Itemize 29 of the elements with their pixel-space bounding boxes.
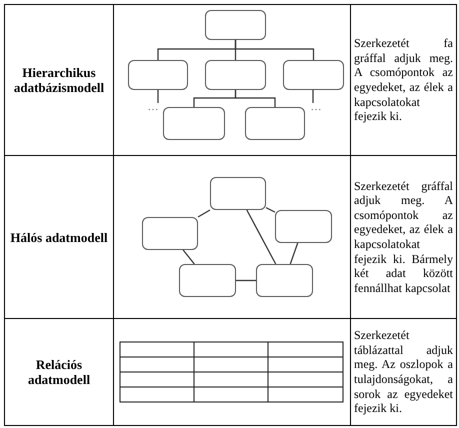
connector-line <box>198 209 210 218</box>
connector-line <box>234 40 314 60</box>
connector-line <box>312 90 314 103</box>
rounded-box <box>245 107 305 140</box>
row-heading: Hierarchikus adatbázismodell <box>12 65 106 95</box>
description-text: Szerkezetét fa gráffal adjuk meg. A csomópontok az egyedeket, az élek a kapcsolatokat fejezik ki. <box>353 36 454 124</box>
rounded-box <box>205 60 266 90</box>
connector-line <box>234 90 276 107</box>
connector-line <box>266 207 276 213</box>
connector-line <box>236 280 256 282</box>
connector-line <box>157 90 159 103</box>
rounded-box <box>179 264 236 297</box>
rounded-box <box>128 60 188 90</box>
rounded-box <box>142 217 198 250</box>
rounded-box <box>256 264 313 297</box>
rounded-box <box>210 177 266 210</box>
description-text: Szerkezetét gráffal adjuk meg. A csomópontok az egyedeket, az élek a kapcsolatokat fejezik ki. Bármely két adat között fennállhat kapcsolat <box>353 178 454 296</box>
ellipsis: … <box>148 102 158 113</box>
row-heading: Relációs adatmodell <box>26 357 92 387</box>
connector-line <box>290 242 298 264</box>
connector-line <box>182 250 195 264</box>
row-heading: Hálós adatmodell <box>9 230 109 244</box>
rounded-box <box>275 210 332 243</box>
rounded-box <box>163 107 225 140</box>
description-text: Szerkezetét táblázattal adjuk meg. Az oszlopok a tulajdonságokat, a sorok az egyedeket fejezik ki. <box>353 328 454 416</box>
ellipsis: … <box>310 102 322 113</box>
rounded-box <box>205 10 266 40</box>
rounded-box <box>283 60 344 90</box>
connector-line <box>246 210 276 264</box>
